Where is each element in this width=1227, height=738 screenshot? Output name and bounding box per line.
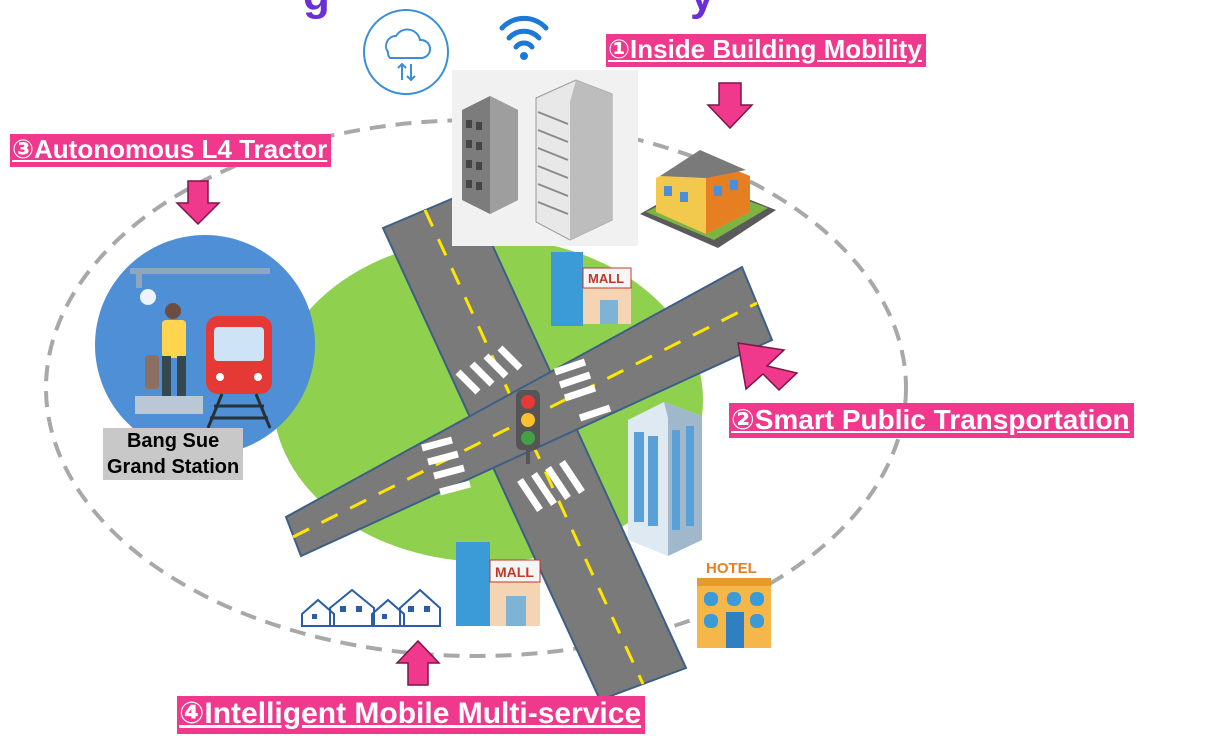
arrow-autonomous-tractor-icon <box>175 180 221 226</box>
skyscraper-left-icon <box>462 96 518 214</box>
label-autonomous-tractor: ③Autonomous L4 Tractor <box>10 134 332 167</box>
crosswalks <box>421 345 612 512</box>
hotel-sign: HOTEL <box>706 560 757 577</box>
train-station-icon <box>95 235 315 455</box>
cloud-sync-icon <box>363 9 449 95</box>
skyscraper-right-icon <box>535 79 613 241</box>
station-name-label: Bang Sue Grand Station <box>103 428 244 480</box>
arrow-mobile-multiservice-icon <box>395 639 441 686</box>
title-fragment-left: g <box>303 0 330 18</box>
traffic-light-icon <box>516 390 540 464</box>
mall-bottom-icon <box>456 542 541 626</box>
label-intelligent-mobile-multiservice: ④Intelligent Mobile Multi-service <box>177 696 646 734</box>
hotel-icon <box>697 578 771 648</box>
station-name-line2: Grand Station <box>107 456 240 478</box>
mall-top-sign: MALL <box>588 271 625 286</box>
label-smart-public-transportation: ②Smart Public Transportation <box>729 403 1134 439</box>
mall-top-icon <box>551 252 632 326</box>
arrow-smart-transport-icon <box>737 342 799 392</box>
mall-bottom-sign: MALL <box>495 564 534 580</box>
title-fragment-right: y <box>690 0 714 18</box>
houses-icon <box>301 588 441 627</box>
municipal-building-icon <box>640 150 776 248</box>
arrow-inside-building-icon <box>706 82 754 130</box>
label-inside-building-mobility: ①Inside Building Mobility <box>606 34 926 67</box>
office-building-icon <box>628 402 702 556</box>
wifi-icon <box>499 15 549 60</box>
station-name-line1: Bang Sue <box>126 430 220 452</box>
